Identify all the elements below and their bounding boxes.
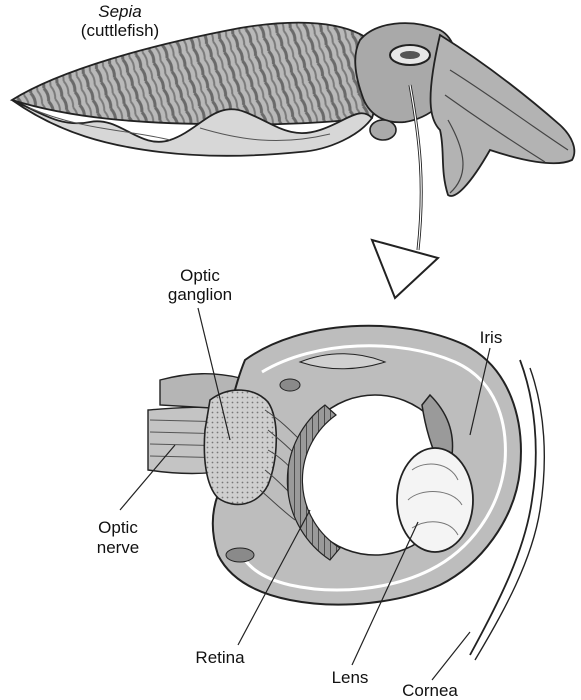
species-genus-label: Sepia <box>80 2 160 21</box>
optic-nerve-label-line1: Optic <box>78 518 158 537</box>
cuttlefish-arms <box>431 35 575 196</box>
cuttlefish-illustration <box>12 23 574 196</box>
retina-label: Retina <box>180 648 260 667</box>
cornea-label: Cornea <box>385 681 475 700</box>
optic-ganglion <box>204 390 276 504</box>
iris-label: Iris <box>466 328 516 347</box>
optic-ganglion-label-line2: ganglion <box>150 285 250 304</box>
optic-nerve-label-line2: nerve <box>78 538 158 557</box>
species-common-label: (cuttlefish) <box>60 21 180 40</box>
lens-label: Lens <box>315 668 385 687</box>
arrow-head <box>372 240 438 298</box>
leader-cornea <box>432 632 470 680</box>
optic-ganglion-label-line1: Optic <box>150 266 250 285</box>
eye-cross-section <box>148 326 544 660</box>
